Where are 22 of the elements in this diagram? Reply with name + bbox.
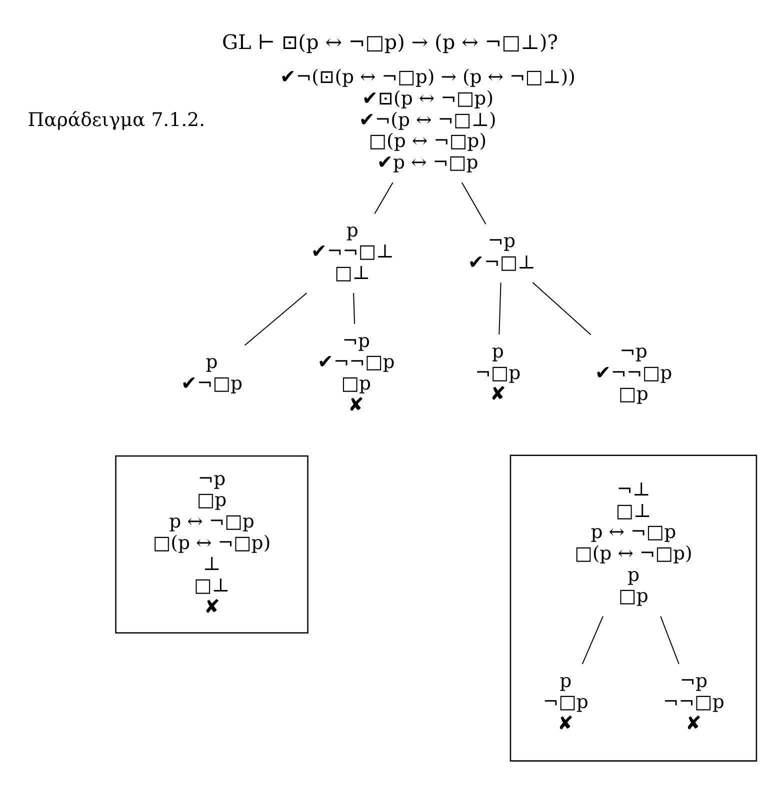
node-text: p ✔¬□p bbox=[180, 352, 243, 394]
connector bbox=[660, 616, 680, 664]
diagram-title: GL ⊢ ⊡(p ↔ ¬□p) → (p ↔ ¬□⊥)? bbox=[222, 30, 558, 54]
connector bbox=[498, 282, 502, 334]
cluster bbox=[510, 454, 758, 762]
node-text: ¬p ✔¬¬□p □p ✘ bbox=[317, 330, 395, 416]
node-text: ¬p ¬¬□p ✘ bbox=[663, 670, 724, 734]
node-text: p ¬□p ✘ bbox=[542, 670, 588, 734]
connector bbox=[582, 616, 604, 664]
connector bbox=[244, 292, 308, 346]
connector bbox=[532, 281, 592, 335]
node-text: p ¬□p ✘ bbox=[475, 340, 521, 405]
label: Παράδειγμα 7.1.2. bbox=[28, 109, 206, 130]
node-text: ¬p ✔¬□⊥ bbox=[468, 230, 536, 273]
connector bbox=[374, 182, 394, 214]
connector bbox=[353, 292, 356, 324]
node-text: ¬p ✔¬¬□p □p bbox=[594, 340, 672, 405]
node-text: ¬⊥ □⊥ p ↔ ¬□p □(p ↔ ¬□p) p □p bbox=[574, 479, 692, 607]
node-box: ¬p □p p ↔ ¬□p □(p ↔ ¬□p) ⊥ □⊥ ✘ bbox=[115, 454, 308, 634]
connector bbox=[461, 182, 486, 224]
node-text: ✔¬(⊡(p ↔ ¬□p) → (p ↔ ¬□⊥)) ✔⊡(p ↔ ¬□p) ✔¬(p ↔ ¬□⊥) □(p ↔ ¬□p) ✔p ↔ ¬□p bbox=[280, 66, 576, 174]
node-text: p ✔¬¬□⊥ □⊥ bbox=[310, 220, 394, 284]
